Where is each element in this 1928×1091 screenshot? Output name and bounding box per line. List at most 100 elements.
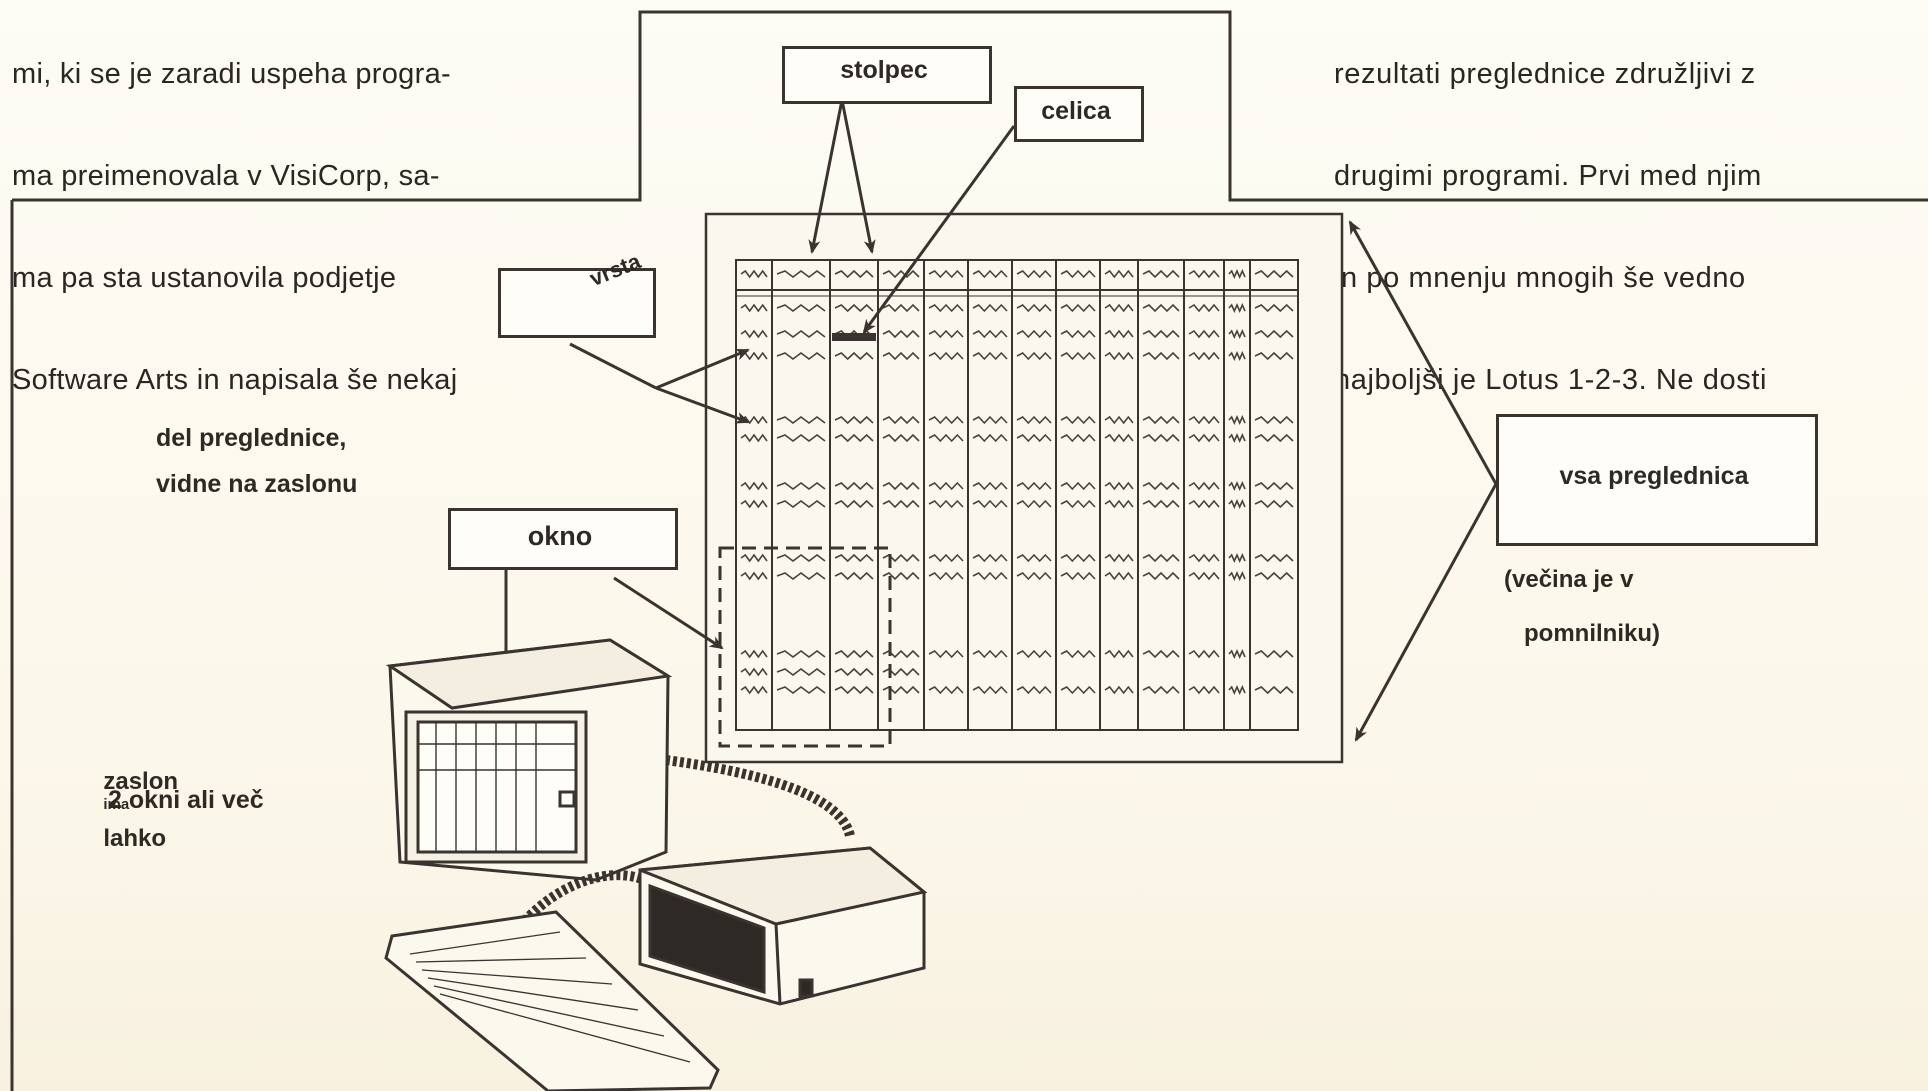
zaslon-line1: zaslon ima lahko <box>90 740 178 853</box>
article-right-column: rezultati preglednice združljivi z drugi… <box>1334 0 1767 431</box>
sheet-scribble <box>1142 481 1180 491</box>
sheet-scribble <box>834 649 874 659</box>
sheet-scribble <box>1104 553 1134 563</box>
sheet-scribble <box>1016 553 1052 563</box>
okno-box <box>448 508 678 570</box>
sheet-scribble <box>928 329 964 339</box>
sheet-scribble <box>1254 329 1294 339</box>
sheet-scribble <box>1016 269 1052 279</box>
keyboard-key-row <box>439 993 691 1063</box>
sheet-scribble <box>1060 553 1096 563</box>
sheet-scribble <box>1016 649 1052 659</box>
sheet-scribble <box>1142 415 1180 425</box>
sheet-scribble <box>1228 499 1246 509</box>
sheet-scribble <box>1188 553 1220 563</box>
sheet-scribble <box>1016 481 1052 491</box>
del-preglednice-line2: vidne na zaslonu <box>156 470 358 498</box>
article-right-line: drugimi programi. Prvi med njim <box>1334 160 1762 192</box>
keyboard-key-row <box>409 931 561 955</box>
sheet-scribble <box>776 554 826 562</box>
sheet-scribble <box>972 499 1008 509</box>
sheet-scribble <box>776 304 826 312</box>
sheet-scribble <box>882 571 920 581</box>
sheet-scribble <box>1228 685 1246 695</box>
sheet-scribble <box>834 499 874 509</box>
sheet-scribble <box>834 481 874 491</box>
sheet-scribble <box>1228 269 1246 279</box>
sheet-scribble <box>1060 649 1096 659</box>
sheet-scribble <box>972 685 1008 695</box>
zaslon-line2: 2 okni ali več <box>108 786 264 814</box>
sheet-scribble <box>1016 415 1052 425</box>
sheet-scribble <box>1016 329 1052 339</box>
sheet-scribble <box>740 571 768 581</box>
stolpec-box <box>782 46 992 104</box>
sheet-scribble <box>1254 415 1294 425</box>
sheet-scribble <box>1188 269 1220 279</box>
sheet-scribble <box>928 481 964 491</box>
sheet-scribble <box>1142 649 1180 659</box>
sheet-scribble <box>1016 571 1052 581</box>
sheet-scribble <box>1016 685 1052 695</box>
sheet-scribble <box>1060 269 1096 279</box>
keyboard-key-row <box>415 957 587 963</box>
celica-box <box>1014 86 1144 142</box>
sheet-scribble <box>972 649 1008 659</box>
sheet-scribble <box>1104 415 1134 425</box>
vrsta-box <box>498 268 656 338</box>
sheet-scribble <box>928 433 964 443</box>
sheet-scribble <box>972 329 1008 339</box>
sheet-scribble <box>1142 553 1180 563</box>
sheet-scribble <box>882 499 920 509</box>
sheet-scribble <box>834 351 874 361</box>
sheet-scribble <box>882 481 920 491</box>
spreadsheet <box>704 212 1344 764</box>
sheet-scribble <box>1228 571 1246 581</box>
diagram-frame <box>10 10 1928 1091</box>
sheet-scribble <box>1228 433 1246 443</box>
sheet-scribble <box>1188 415 1220 425</box>
sheet-scribble <box>1254 571 1294 581</box>
sheet-scribble <box>834 667 874 677</box>
window-dashed-box <box>718 546 892 748</box>
sheet-scribble <box>972 553 1008 563</box>
sheet-scribble <box>834 269 874 279</box>
sheet-scribble <box>1188 433 1220 443</box>
sheet-scribble <box>972 303 1008 313</box>
sheet-scribble <box>1228 303 1246 313</box>
sheet-scribble <box>834 553 874 563</box>
keyboard-key-row <box>421 969 613 985</box>
sheet-scribble <box>882 303 920 313</box>
sheet-scribble <box>1104 329 1134 339</box>
article-left-line: Software Arts in napisala še nekaj <box>12 364 458 396</box>
sheet-scribble <box>776 434 826 442</box>
sheet-scribble <box>1016 433 1052 443</box>
sheet-scribble <box>1188 571 1220 581</box>
sheet-scribble <box>1142 269 1180 279</box>
sheet-scribble <box>1104 685 1134 695</box>
sheet-scribble <box>776 668 826 676</box>
vecina-line1: (večina je v <box>1504 566 1634 593</box>
sheet-scribble <box>1254 269 1294 279</box>
keyboard-key-row <box>433 985 665 1037</box>
sheet-scribble <box>928 685 964 695</box>
sheet-scribble <box>1142 303 1180 313</box>
article-left-line: ma preimenovala v VisiCorp, sa- <box>12 160 440 192</box>
sheet-scribble <box>776 686 826 694</box>
sheet-scribble <box>1188 351 1220 361</box>
sheet-scribble <box>1104 303 1134 313</box>
sheet-scribble <box>1104 269 1134 279</box>
ima-word: ima <box>103 796 130 813</box>
sheet-scribble <box>1016 303 1052 313</box>
sheet-scribble <box>740 553 768 563</box>
sheet-scribble <box>1104 649 1134 659</box>
sheet-scribble <box>776 482 826 490</box>
article-left-line: mi, ki se je zaradi uspeha progra- <box>12 58 451 90</box>
sheet-scribble <box>928 415 964 425</box>
vecina-line2: pomnilniku) <box>1524 620 1660 647</box>
sheet-scribble <box>1142 433 1180 443</box>
sheet-scribble <box>1254 351 1294 361</box>
sheet-scribble <box>972 351 1008 361</box>
sheet-scribble <box>1142 329 1180 339</box>
